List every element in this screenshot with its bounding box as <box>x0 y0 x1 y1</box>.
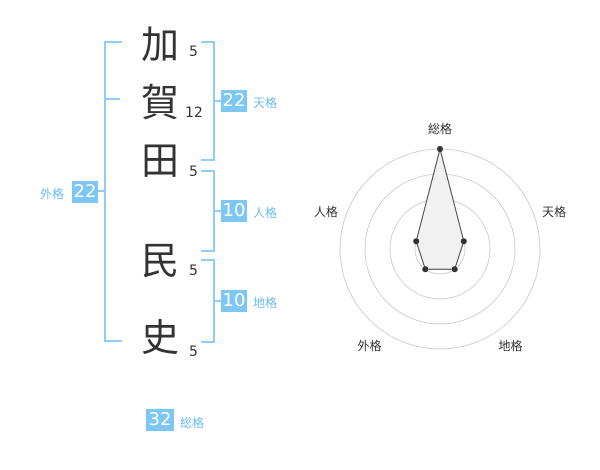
name-char-1: 加 <box>141 23 180 67</box>
stroke-count-5: 5 <box>189 344 198 360</box>
soukaku-label: 総格 <box>180 416 205 430</box>
gaikaku-value-badge: 22 <box>72 181 98 203</box>
stroke-count-4: 5 <box>189 263 198 279</box>
radar-axis-label: 外格 <box>357 338 381 353</box>
jinkaku-bracket <box>201 170 215 252</box>
radar-axis-label: 人格 <box>314 204 338 219</box>
stroke-count-3: 5 <box>189 164 198 180</box>
soukaku-value-badge: 32 <box>146 409 174 431</box>
name-char-4: 民 <box>141 239 180 283</box>
name-char-2: 賀 <box>141 81 180 125</box>
gaikaku-label: 外格 <box>40 187 65 201</box>
radar-axis-label: 総格 <box>428 121 452 136</box>
chikaku-value-badge: 10 <box>221 290 247 312</box>
stroke-count-2: 12 <box>185 105 203 121</box>
radar-point <box>413 238 420 245</box>
name-char-3: 田 <box>141 139 180 183</box>
radar-point <box>422 266 429 273</box>
jinkaku-label: 人格 <box>253 206 278 220</box>
chikaku-bracket <box>201 259 215 343</box>
gaikaku-bracket <box>104 41 122 342</box>
tenkaku-value-badge: 22 <box>221 90 247 112</box>
chikaku-bracket-pointer <box>215 300 221 302</box>
radar-point <box>460 238 467 245</box>
radar-axis-label: 地格 <box>498 338 522 353</box>
tenkaku-bracket-pointer <box>215 100 221 102</box>
jinkaku-value-badge: 10 <box>221 200 247 222</box>
gaikaku-bracket-pointer <box>98 190 104 192</box>
tenkaku-bracket <box>201 41 215 161</box>
radar-value-polygon <box>415 148 465 270</box>
name-char-5: 史 <box>141 316 180 360</box>
gaikaku-bracket-inner-tick <box>104 98 120 100</box>
tenkaku-label: 天格 <box>253 96 278 110</box>
radar-point <box>437 146 443 152</box>
radar-point <box>451 266 458 273</box>
jinkaku-bracket-pointer <box>215 210 221 212</box>
radar-axis-label: 天格 <box>542 204 566 219</box>
stroke-count-1: 5 <box>189 44 198 60</box>
chikaku-label: 地格 <box>253 296 278 310</box>
